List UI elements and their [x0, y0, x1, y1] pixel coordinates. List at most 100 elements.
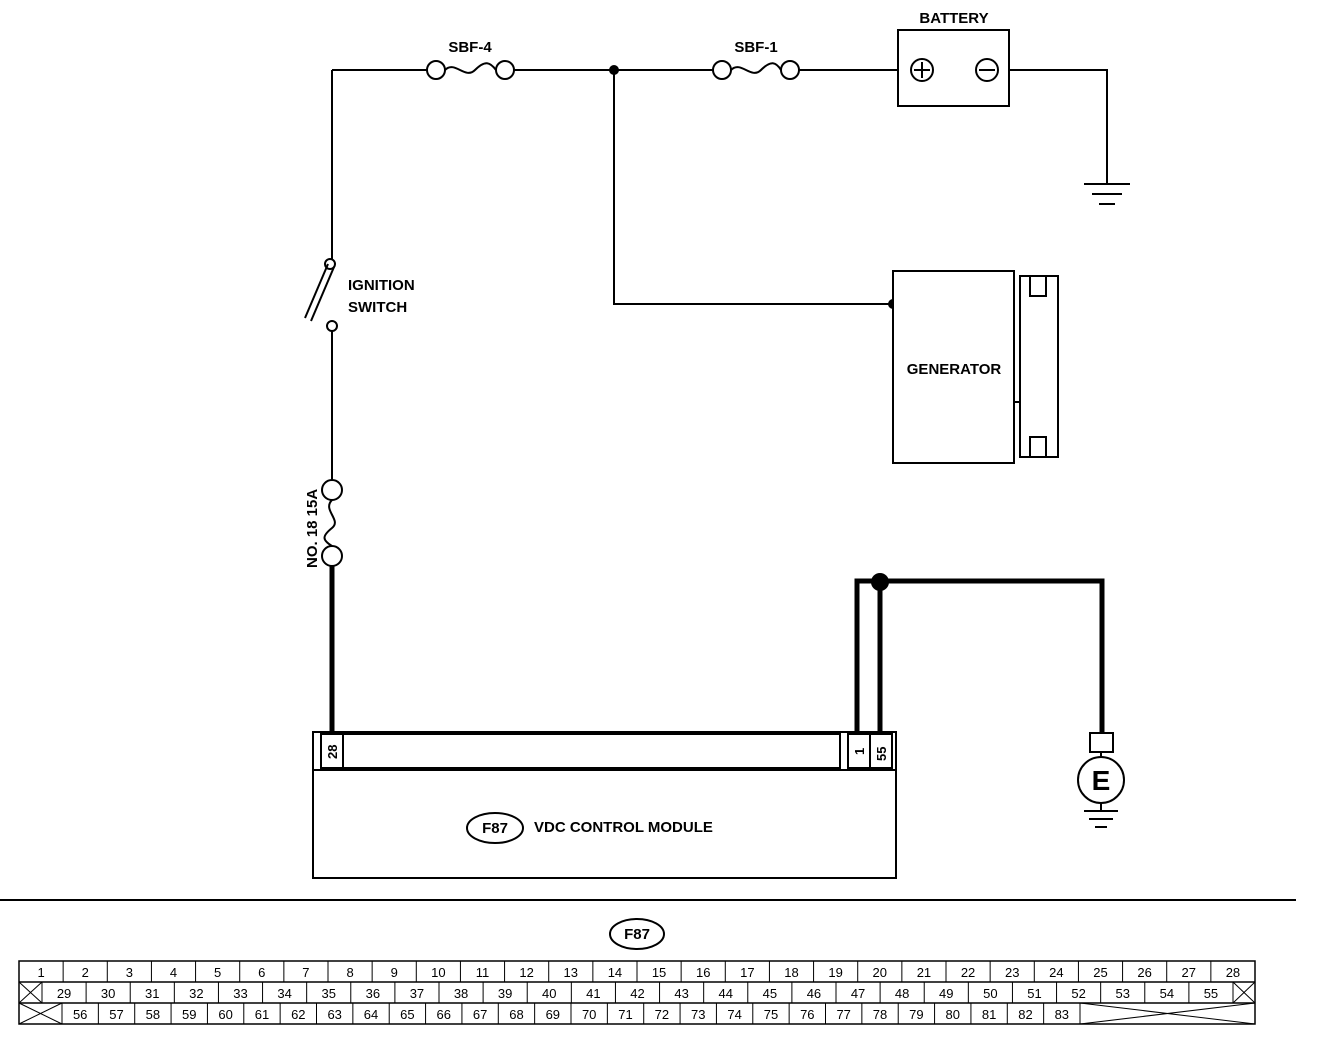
pin-cell-47: 47: [851, 986, 865, 1001]
pin-cell-62: 62: [291, 1007, 305, 1022]
wire-battery-ground: [1009, 69, 1108, 183]
pin-cell-74: 74: [727, 1007, 741, 1022]
pin-cell-76: 76: [800, 1007, 814, 1022]
pin-cell-23: 23: [1005, 965, 1019, 980]
pin-cell-16: 16: [696, 965, 710, 980]
pin-cell-25: 25: [1093, 965, 1107, 980]
pin-cell-61: 61: [255, 1007, 269, 1022]
pin-cell-46: 46: [807, 986, 821, 1001]
pin-cell-49: 49: [939, 986, 953, 1001]
pin-cell-70: 70: [582, 1007, 596, 1022]
pin-cell-21: 21: [917, 965, 931, 980]
pin-cell-33: 33: [233, 986, 247, 1001]
ignition-label-1: IGNITION: [348, 277, 415, 294]
pin-cell-18: 18: [784, 965, 798, 980]
pin-blank-left: [18, 981, 43, 1004]
pin-cell-30: 30: [101, 986, 115, 1001]
pin-cell-73: 73: [691, 1007, 705, 1022]
ignition-switch: [304, 258, 338, 332]
pin-cell-65: 65: [400, 1007, 414, 1022]
wire-ground-pin1: [854, 578, 1105, 734]
pin-cell-37: 37: [410, 986, 424, 1001]
junction-dot-ground: [871, 573, 889, 591]
pin-cell-3: 3: [126, 965, 133, 980]
pin-cell-48: 48: [895, 986, 909, 1001]
pin-cell-40: 40: [542, 986, 556, 1001]
pin-cell-26: 26: [1137, 965, 1151, 980]
pin-cell-72: 72: [655, 1007, 669, 1022]
pin-cell-82: 82: [1018, 1007, 1032, 1022]
pin-cell-2: 2: [82, 965, 89, 980]
fuse-sbf1: [712, 60, 800, 80]
pin-cell-57: 57: [109, 1007, 123, 1022]
pin-cell-55: 55: [1204, 986, 1218, 1001]
pin-cell-13: 13: [564, 965, 578, 980]
pin-cell-11: 11: [476, 965, 490, 980]
pin-28-label: 28: [325, 745, 340, 759]
pin-cell-20: 20: [873, 965, 887, 980]
pin-55-label: 55: [874, 747, 889, 761]
pin-cell-53: 53: [1115, 986, 1129, 1001]
pin-cell-31: 31: [145, 986, 159, 1001]
pin-cell-36: 36: [366, 986, 380, 1001]
pin-cell-67: 67: [473, 1007, 487, 1022]
pin-cell-66: 66: [437, 1007, 451, 1022]
sbf1-label: SBF-1: [734, 39, 777, 56]
fuse-no18: [321, 479, 343, 567]
pin-cell-10: 10: [431, 965, 445, 980]
pin-cell-15: 15: [652, 965, 666, 980]
module-name: VDC CONTROL MODULE: [534, 819, 713, 836]
pin-cell-6: 6: [258, 965, 265, 980]
module-tag-oval: [466, 812, 524, 844]
pin-cell-43: 43: [674, 986, 688, 1001]
pin-blank-right: [1232, 981, 1256, 1004]
pin-cell-4: 4: [170, 965, 177, 980]
connector-tag: F87: [624, 926, 650, 943]
pin-cell-42: 42: [630, 986, 644, 1001]
pin-cell-77: 77: [836, 1007, 850, 1022]
pin-cell-60: 60: [218, 1007, 232, 1022]
pin-cell-9: 9: [391, 965, 398, 980]
pin-cell-28: 28: [1226, 965, 1240, 980]
battery-symbol: [897, 29, 1010, 107]
fuse-sbf4: [426, 60, 515, 80]
pin-cell-75: 75: [764, 1007, 778, 1022]
pin-cell-45: 45: [763, 986, 777, 1001]
pin-cell-52: 52: [1071, 986, 1085, 1001]
pin-cell-34: 34: [277, 986, 291, 1001]
pin-cell-56: 56: [73, 1007, 87, 1022]
pin-cell-39: 39: [498, 986, 512, 1001]
pin-cell-59: 59: [182, 1007, 196, 1022]
pin-cell-22: 22: [961, 965, 975, 980]
pin-1-label: 1: [852, 748, 867, 755]
pin-cell-14: 14: [608, 965, 622, 980]
pin-cell-24: 24: [1049, 965, 1063, 980]
pin-cell-19: 19: [828, 965, 842, 980]
pin-cell-38: 38: [454, 986, 468, 1001]
ground-E-symbol: [1077, 732, 1125, 828]
ground-symbol-battery: [1084, 183, 1130, 205]
pin-cell-83: 83: [1055, 1007, 1069, 1022]
pin-cell-54: 54: [1160, 986, 1174, 1001]
generator-symbol: [892, 270, 1059, 464]
pin-cell-71: 71: [618, 1007, 632, 1022]
pin-cell-44: 44: [718, 986, 732, 1001]
sbf4-label: SBF-4: [448, 39, 492, 56]
pin-blank-row3-left: [18, 1002, 63, 1025]
pin-cell-17: 17: [740, 965, 754, 980]
pin-cell-35: 35: [321, 986, 335, 1001]
module-tag: F87: [482, 820, 508, 837]
pin-cell-32: 32: [189, 986, 203, 1001]
pin-cell-81: 81: [982, 1007, 996, 1022]
pin-cell-12: 12: [519, 965, 533, 980]
pin-cell-5: 5: [214, 965, 221, 980]
vdc-control-module: [312, 731, 897, 879]
battery-label: BATTERY: [919, 10, 988, 27]
pin-cell-51: 51: [1027, 986, 1041, 1001]
pin-cell-63: 63: [327, 1007, 341, 1022]
pin-cell-1: 1: [37, 965, 44, 980]
pin-blank-row3-right: [1079, 1002, 1256, 1025]
pin-cell-8: 8: [346, 965, 353, 980]
